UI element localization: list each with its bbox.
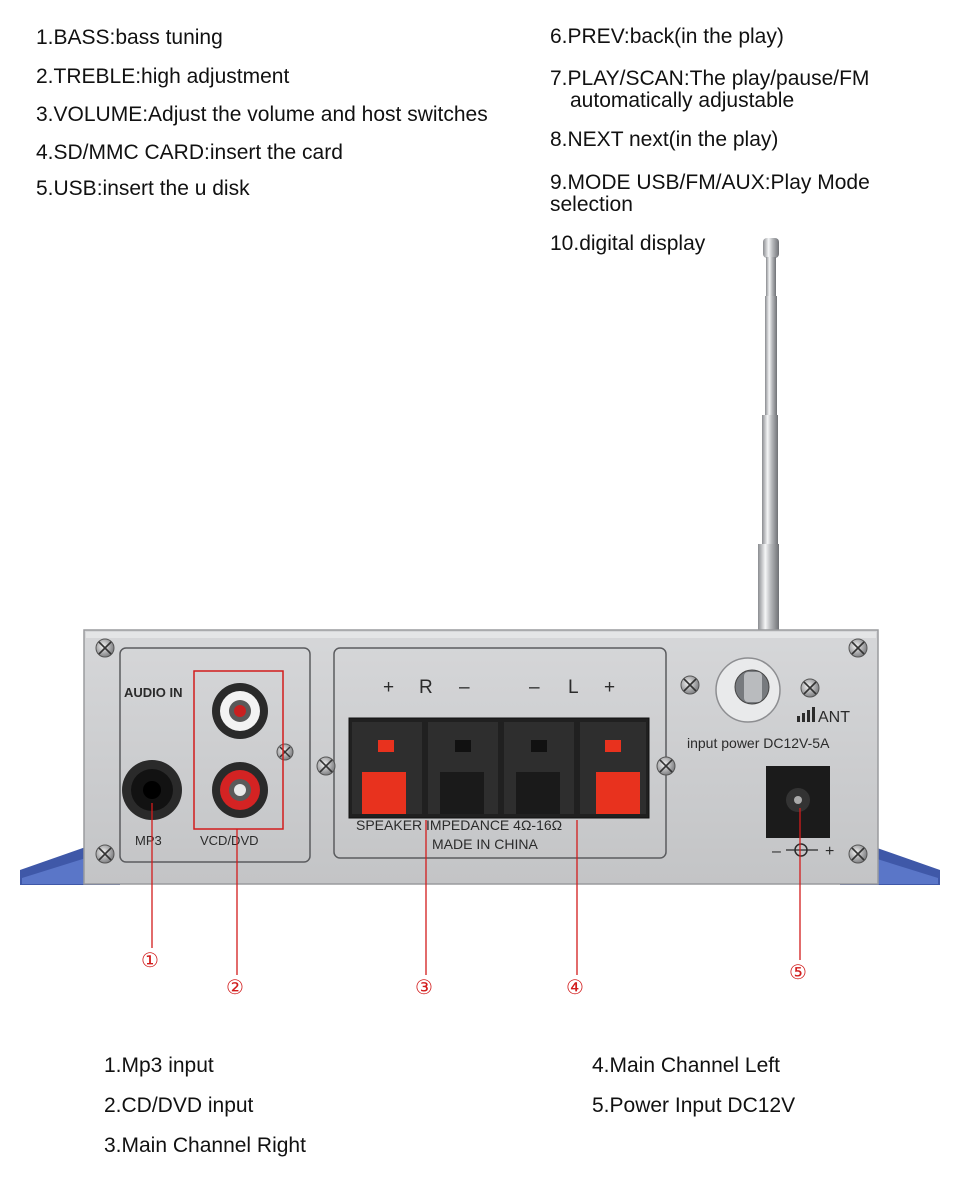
made-in-label: MADE IN CHINA <box>432 836 538 852</box>
callout-leader-lines <box>151 803 801 975</box>
feature-mode-line1: 9.MODE USB/FM/AUX:Play Mode <box>550 171 870 194</box>
speaker-clip-black <box>440 772 484 814</box>
feature-volume: 3.VOLUME:Adjust the volume and host swit… <box>36 103 488 126</box>
callout-4: ④ <box>566 975 584 999</box>
speaker-clip-red <box>362 772 406 814</box>
callout-1: ① <box>141 948 159 972</box>
screw-icon <box>95 638 115 658</box>
audio-in-label: AUDIO IN <box>124 685 183 700</box>
feature-sd-card: 4.SD/MMC CARD:insert the card <box>36 141 343 164</box>
input-power-label: input power DC12V-5A <box>687 735 830 751</box>
vcd-dvd-label: VCD/DVD <box>200 833 259 848</box>
legend-main-right: 3.Main Channel Right <box>104 1134 306 1157</box>
speaker-clip-black <box>516 772 560 814</box>
rca-highlight-box <box>193 670 284 830</box>
mp3-jack <box>122 760 182 820</box>
screw-icon <box>316 756 336 776</box>
speaker-terminal-block <box>348 717 650 819</box>
feature-play-line1: 7.PLAY/SCAN:The play/pause/FM <box>550 67 870 90</box>
feature-display: 10.digital display <box>550 232 706 255</box>
antenna-base <box>715 657 781 723</box>
callout-3: ③ <box>415 975 433 999</box>
feature-usb: 5.USB:insert the u disk <box>36 177 250 200</box>
screw-icon <box>656 756 676 776</box>
speaker-clip-red <box>596 772 640 814</box>
callout-2: ② <box>226 975 244 999</box>
dc-polarity-icon <box>786 843 818 857</box>
l-letter-label: L <box>568 677 579 698</box>
callout-5: ⑤ <box>789 960 807 984</box>
feature-bass: 1.BASS:bass tuning <box>36 26 223 49</box>
screw-icon <box>848 638 868 658</box>
screw-icon <box>276 743 294 761</box>
ant-label: ANT <box>818 709 850 726</box>
signal-icon <box>797 707 815 722</box>
legend-cd-dvd-input: 2.CD/DVD input <box>104 1094 254 1117</box>
feature-next: 8.NEXT next(in the play) <box>550 128 779 151</box>
audio-in-frame <box>119 647 311 863</box>
dc-minus-label: – <box>772 843 781 860</box>
dc-plus-label: + <box>825 843 834 860</box>
feature-prev: 6.PREV:back(in the play) <box>550 25 784 48</box>
l-plus-label: + <box>604 677 615 698</box>
feature-play-line2: automatically adjustable <box>570 89 795 112</box>
screw-icon <box>848 844 868 864</box>
screw-icon <box>800 678 820 698</box>
r-minus-label: – <box>459 677 470 698</box>
mp3-label: MP3 <box>135 833 162 848</box>
speaker-impedance-label: SPEAKER IMPEDANCE 4Ω-16Ω <box>356 817 562 833</box>
speaker-frame <box>333 647 667 859</box>
feature-treble: 2.TREBLE:high adjustment <box>36 65 290 88</box>
dc-power-jack <box>766 766 830 838</box>
screw-icon <box>680 675 700 695</box>
screw-icon <box>95 844 115 864</box>
l-minus-label: – <box>529 677 540 698</box>
legend-power-input: 5.Power Input DC12V <box>592 1094 796 1117</box>
r-letter-label: R <box>419 677 433 698</box>
r-plus-label: + <box>383 677 394 698</box>
rca-red-jack <box>212 762 268 818</box>
legend-main-left: 4.Main Channel Left <box>592 1054 780 1077</box>
legend-mp3-input: 1.Mp3 input <box>104 1054 214 1077</box>
rca-white-jack <box>212 683 268 739</box>
feature-mode-line2: selection <box>550 193 633 216</box>
